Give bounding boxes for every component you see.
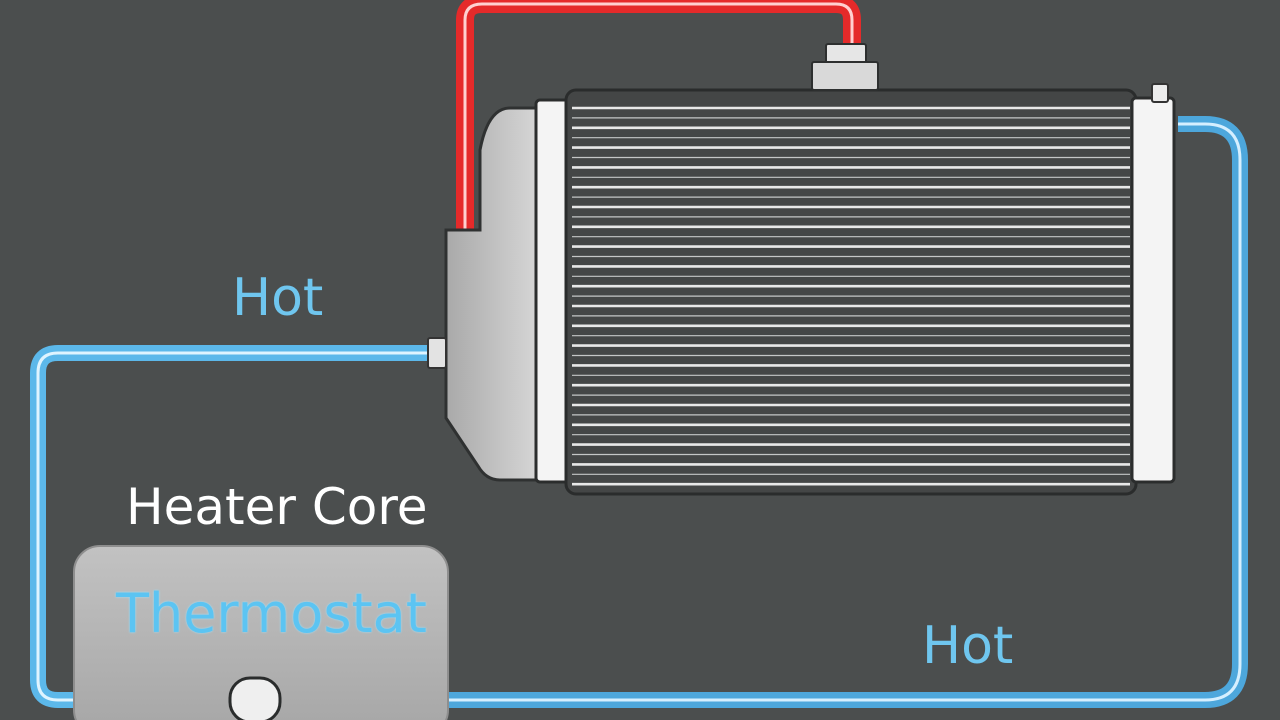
radiator-fins [572,106,1130,486]
thermostat-label: Thermostat [116,582,427,645]
right-tank [1130,96,1176,484]
hose-coupling [228,676,282,720]
radiator-icon [564,88,1138,496]
radiator-cap [811,43,879,91]
red-hose [456,0,861,230]
engine-housing [427,106,542,482]
bleed-valve [1151,83,1169,103]
blue-hose-right [280,116,1248,708]
hot-label-left: Hot [232,268,324,328]
heater-core-label: Heater Core [126,478,428,536]
hot-label-right: Hot [922,616,1014,676]
outlet-nipple [427,337,447,369]
thermostat-box [73,545,449,720]
blue-hose-left [30,345,432,708]
